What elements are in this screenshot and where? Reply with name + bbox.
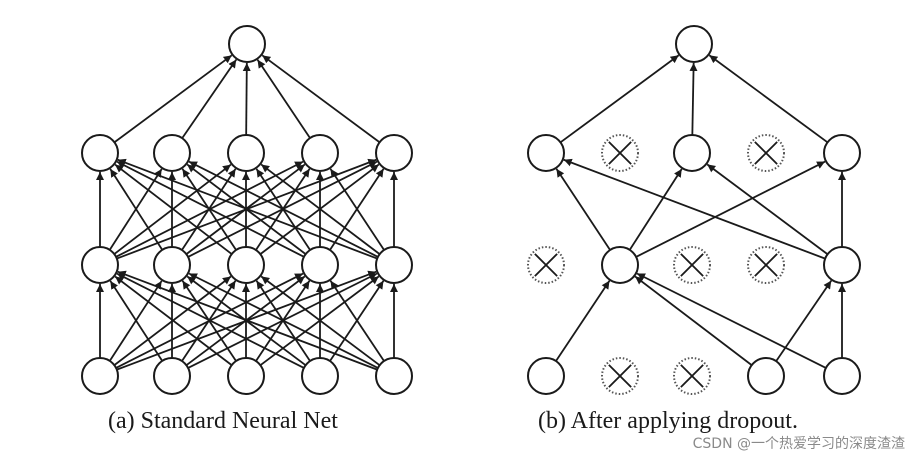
connection-arrow — [114, 275, 233, 366]
neuron — [375, 357, 413, 395]
neuron — [673, 134, 711, 172]
connection-arrow — [329, 280, 385, 362]
neuron — [153, 134, 191, 172]
connection-arrow — [116, 272, 305, 369]
neuron — [227, 357, 265, 395]
dropout-neural-net — [527, 25, 861, 395]
connection-arrow — [113, 54, 233, 144]
connection-arrow — [634, 275, 753, 366]
connection-arrow — [563, 158, 826, 260]
caption-standard-net: (a) Standard Neural Net — [108, 408, 338, 434]
connection-arrow — [555, 280, 611, 362]
neuron — [301, 357, 339, 395]
connection-arrow — [706, 163, 829, 255]
connection-arrow — [114, 163, 233, 255]
connection-arrow — [181, 59, 237, 139]
connection-arrow — [559, 54, 680, 144]
neuron — [301, 134, 339, 172]
connection-arrow — [628, 168, 683, 251]
neuron — [823, 134, 861, 172]
neuron — [747, 357, 785, 395]
connection-arrow — [261, 54, 381, 144]
neuron — [81, 246, 119, 284]
dropped-cross — [534, 253, 558, 277]
neuron — [375, 246, 413, 284]
neuron — [527, 357, 565, 395]
connection-arrow — [242, 62, 251, 136]
connection-arrow — [116, 160, 305, 258]
watermark: CSDN @一个热爱学习的深度渣渣 — [692, 436, 905, 452]
neuron — [823, 357, 861, 395]
connection-arrow — [708, 54, 829, 144]
connection-arrow — [636, 272, 827, 369]
dropped-cross — [680, 253, 704, 277]
neuron — [823, 246, 861, 284]
neuron — [153, 357, 191, 395]
neuron — [227, 246, 265, 284]
standard-neural-net — [81, 25, 413, 395]
connection-arrow — [555, 168, 611, 251]
neuron — [527, 134, 565, 172]
connection-arrow — [109, 168, 164, 251]
neuron — [153, 246, 191, 284]
neuron — [81, 134, 119, 172]
dropped-cross — [754, 141, 778, 165]
dropped-cross — [680, 364, 704, 388]
connection-arrow — [109, 280, 163, 362]
connection-arrow — [188, 160, 379, 258]
connection-arrow — [329, 168, 385, 251]
connection-arrow — [635, 160, 826, 258]
connection-arrow — [117, 158, 378, 260]
dropped-cross — [608, 364, 632, 388]
dropped-cross — [754, 253, 778, 277]
caption-dropout-net: (b) After applying dropout. — [538, 408, 798, 434]
connection-arrow — [260, 163, 381, 255]
neuron — [81, 357, 119, 395]
output-neuron — [675, 25, 713, 63]
output-neuron — [228, 25, 266, 63]
neuron — [375, 134, 413, 172]
dropped-cross — [608, 141, 632, 165]
connection-arrow — [689, 62, 698, 136]
connection-arrow — [188, 272, 379, 369]
connection-arrow — [256, 59, 311, 139]
neuron — [301, 246, 339, 284]
connection-arrow — [117, 270, 378, 371]
neuron — [227, 134, 265, 172]
connection-arrow — [775, 280, 833, 362]
neuron — [601, 246, 639, 284]
connection-arrow — [260, 275, 381, 366]
